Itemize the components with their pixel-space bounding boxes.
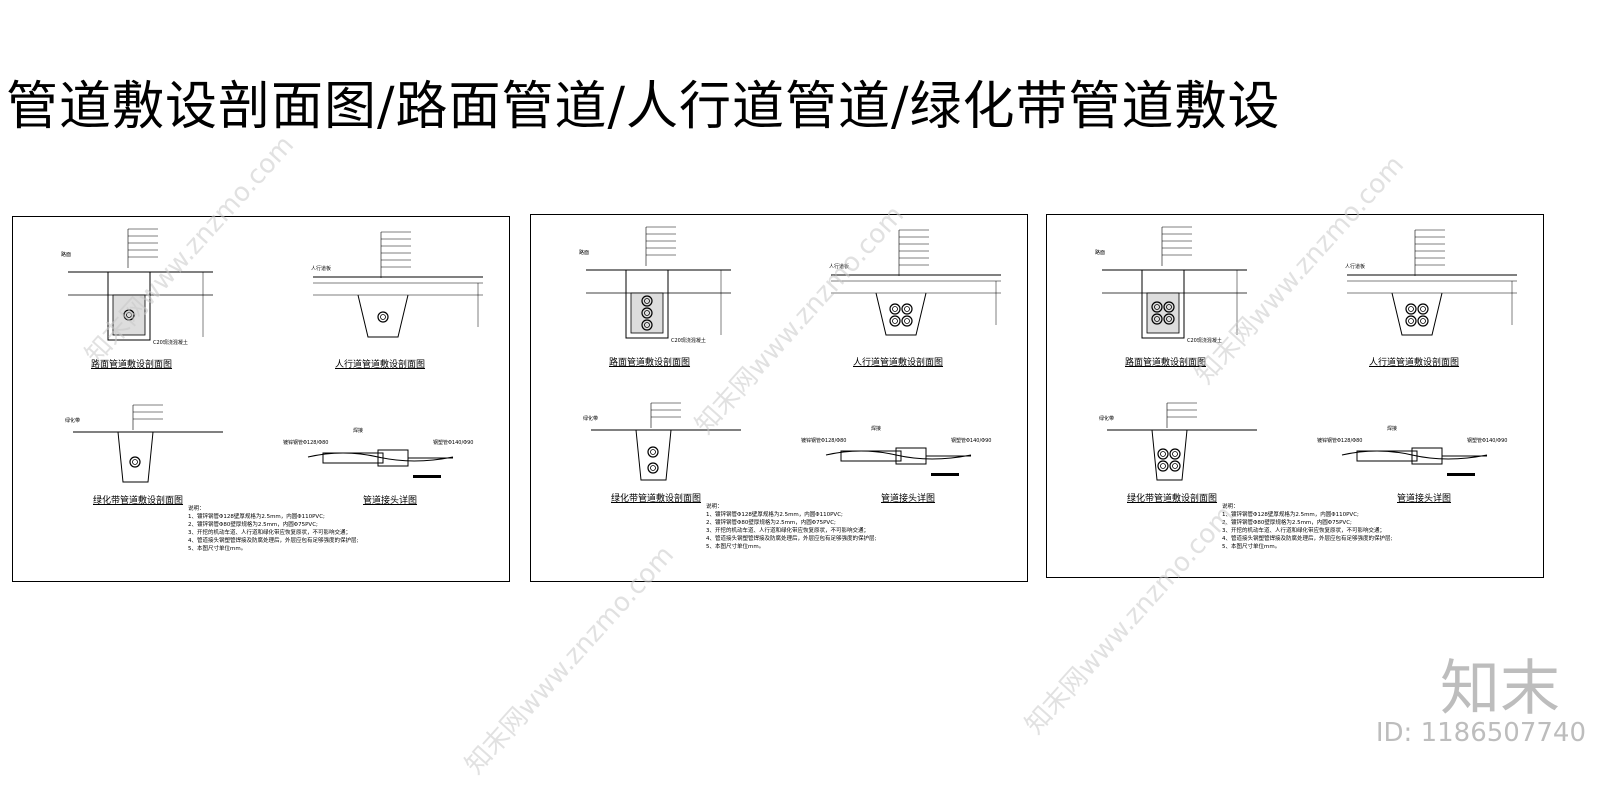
road-label: 路面 [1095,250,1106,256]
notes-line: 3、开挖的机动车道、人行道和绿化带应恢复原状，不可影响交通； [188,530,352,536]
sheet-drawing [1102,226,1517,481]
sidewalk-label: 人行道板 [829,264,850,270]
pipe-left-label: 镀锌钢管Φ128/Φ80 [1317,438,1363,444]
notes-line: 4、管道接头钢塑管焊接及防腐处理后，外层应包有足够强度的保护层; [706,536,877,542]
notes-line: 4、管道接头钢塑管焊接及防腐处理后，外层应包有足够强度的保护层; [188,538,359,544]
joint-label: 焊接 [353,428,364,434]
notes-block: 说明： 1、镀锌钢管Φ128壁厚规格为2.5mm，内圆Φ110PVC; 2、镀锌钢管… [706,503,906,551]
notes-line: 3、开挖的机动车道、人行道和绿化带应恢复原状，不可影响交通； [706,528,870,534]
caption-joint: 管道接头详图 [363,496,418,506]
concrete-label: C20现浇混凝土 [671,338,706,344]
caption-road: 路面管道敷设剖面图 [91,360,173,370]
notes-line: 1、镀锌钢管Φ128壁厚规格为2.5mm，内圆Φ110PVC; [1222,512,1359,518]
sheet-drawing [68,228,483,483]
notes-title: 说明： [706,504,723,510]
drawing-sheet: 路面人行道板绿化带 C20现浇混凝土镀锌钢管Φ128/Φ80 钢塑管Φ140/Φ90… [12,216,510,582]
pipe-right-label: 钢塑管Φ140/Φ90 [951,438,992,444]
caption-road: 路面管道敷设剖面图 [1125,358,1207,368]
notes-line: 1、镀锌钢管Φ128壁厚规格为2.5mm，内圆Φ110PVC; [188,514,325,520]
drawing-sheet: 路面人行道板绿化带 C20现浇混凝土镀锌钢管Φ128/Φ80 钢塑管Φ140/Φ90… [530,214,1028,582]
caption-green: 绿化带管道敷设剖面图 [93,496,184,506]
caption-green: 绿化带管道敷设剖面图 [1127,494,1218,504]
joint-label: 焊接 [871,426,882,432]
green-label: 绿化带 [1099,416,1115,422]
green-label: 绿化带 [583,416,599,422]
notes-title: 说明： [188,506,205,512]
pipe-left-label: 镀锌钢管Φ128/Φ80 [801,438,847,444]
caption-joint: 管道接头详图 [1397,494,1452,504]
notes-line: 1、镀锌钢管Φ128壁厚规格为2.5mm，内圆Φ110PVC; [706,512,843,518]
watermark-logo: 知末 [1440,654,1560,724]
joint-label: 焊接 [1387,426,1398,432]
notes-line: 5、本图尺寸单位mm。 [188,546,247,552]
page-title: 管道敷设剖面图/路面管道/人行道管道/绿化带管道敷设 [6,77,1281,137]
sheet-drawing [586,226,1001,481]
caption-green: 绿化带管道敷设剖面图 [611,494,702,504]
concrete-label: C20现浇混凝土 [1187,338,1222,344]
notes-line: 2、镀锌钢管Φ80壁厚规格为2.5mm，内圆Φ75PVC; [1222,520,1352,526]
pipe-left-label: 镀锌钢管Φ128/Φ80 [283,440,329,446]
sidewalk-label: 人行道板 [311,266,332,272]
notes-line: 2、镀锌钢管Φ80壁厚规格为2.5mm，内圆Φ75PVC; [706,520,836,526]
green-label: 绿化带 [65,418,81,424]
notes-block: 说明： 1、镀锌钢管Φ128壁厚规格为2.5mm，内圆Φ110PVC; 2、镀锌钢管… [1222,503,1422,551]
caption-sidewalk: 人行道管道敷设剖面图 [1369,358,1460,368]
notes-line: 5、本图尺寸单位mm。 [706,544,765,550]
pipe-right-label: 钢塑管Φ140/Φ90 [1467,438,1508,444]
caption-sidewalk: 人行道管道敷设剖面图 [335,360,426,370]
notes-line: 3、开挖的机动车道、人行道和绿化带应恢复原状，不可影响交通； [1222,528,1386,534]
caption-road: 路面管道敷设剖面图 [609,358,691,368]
sidewalk-label: 人行道板 [1345,264,1366,270]
concrete-label: C20现浇混凝土 [153,340,188,346]
road-label: 路面 [61,252,72,258]
notes-block: 说明： 1、镀锌钢管Φ128壁厚规格为2.5mm，内圆Φ110PVC; 2、镀锌钢管… [188,505,388,553]
road-label: 路面 [579,250,590,256]
drawing-sheet: 路面人行道板绿化带 C20现浇混凝土镀锌钢管Φ128/Φ80 钢塑管Φ140/Φ90… [1046,214,1544,578]
notes-line: 4、管道接头钢塑管焊接及防腐处理后，外层应包有足够强度的保护层; [1222,536,1393,542]
notes-title: 说明： [1222,504,1239,510]
pipe-right-label: 钢塑管Φ140/Φ90 [433,440,474,446]
notes-line: 5、本图尺寸单位mm。 [1222,544,1281,550]
caption-sidewalk: 人行道管道敷设剖面图 [853,358,944,368]
image-id: ID: 1186507740 [1375,718,1586,748]
notes-line: 2、镀锌钢管Φ80壁厚规格为2.5mm，内圆Φ75PVC; [188,522,318,528]
caption-joint: 管道接头详图 [881,494,936,504]
